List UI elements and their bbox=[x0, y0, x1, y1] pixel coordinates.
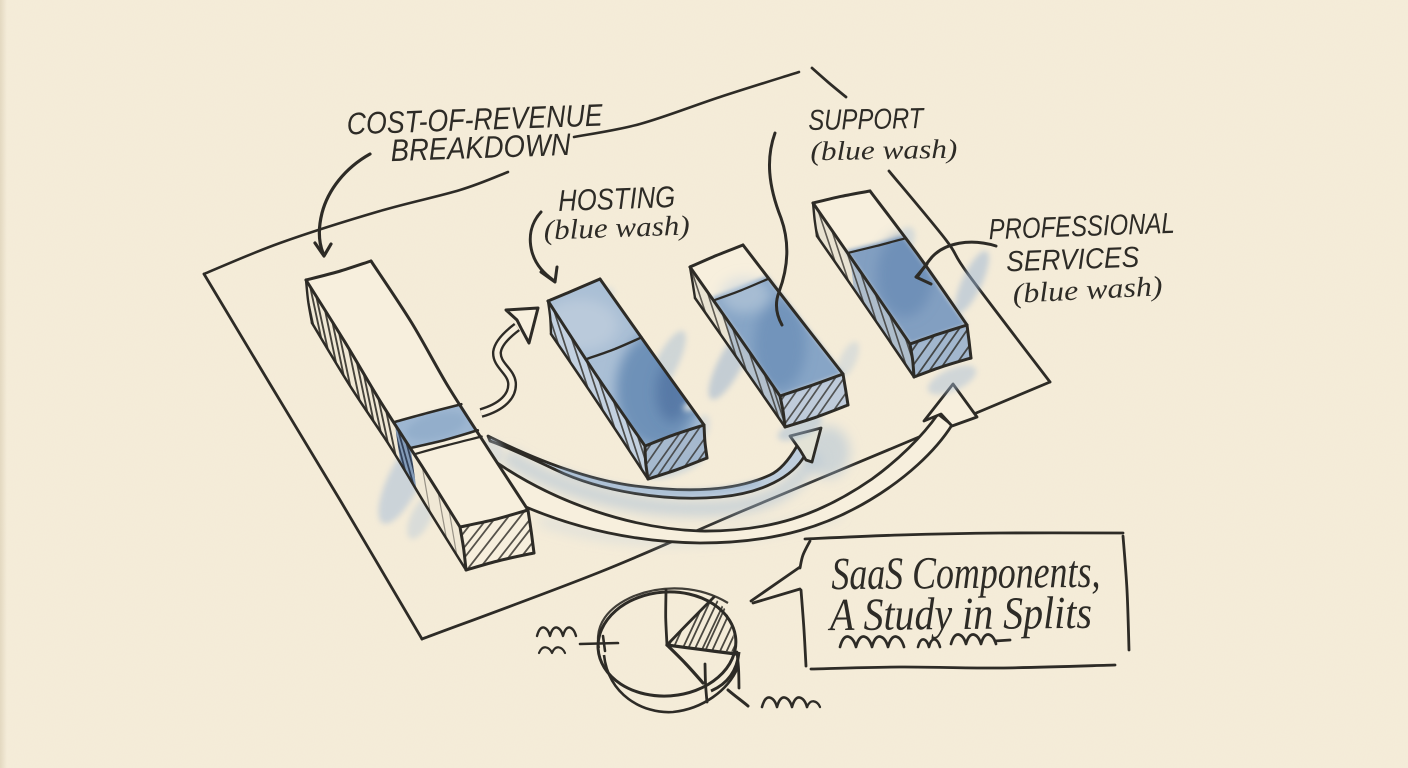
svg-text:BREAKDOWN: BREAKDOWN bbox=[390, 127, 572, 168]
svg-text:PROFESSIONAL: PROFESSIONAL bbox=[988, 208, 1175, 246]
svg-text:(blue wash): (blue wash) bbox=[543, 210, 690, 246]
svg-text:A Study in Splits: A Study in Splits bbox=[827, 587, 1092, 640]
svg-text:SaaS Components,: SaaS Components, bbox=[831, 546, 1100, 599]
svg-text:(blue wash): (blue wash) bbox=[810, 134, 958, 167]
svg-text:SUPPORT: SUPPORT bbox=[808, 103, 925, 137]
svg-text:SERVICES: SERVICES bbox=[1006, 242, 1141, 279]
svg-text:HOSTING: HOSTING bbox=[558, 181, 676, 218]
